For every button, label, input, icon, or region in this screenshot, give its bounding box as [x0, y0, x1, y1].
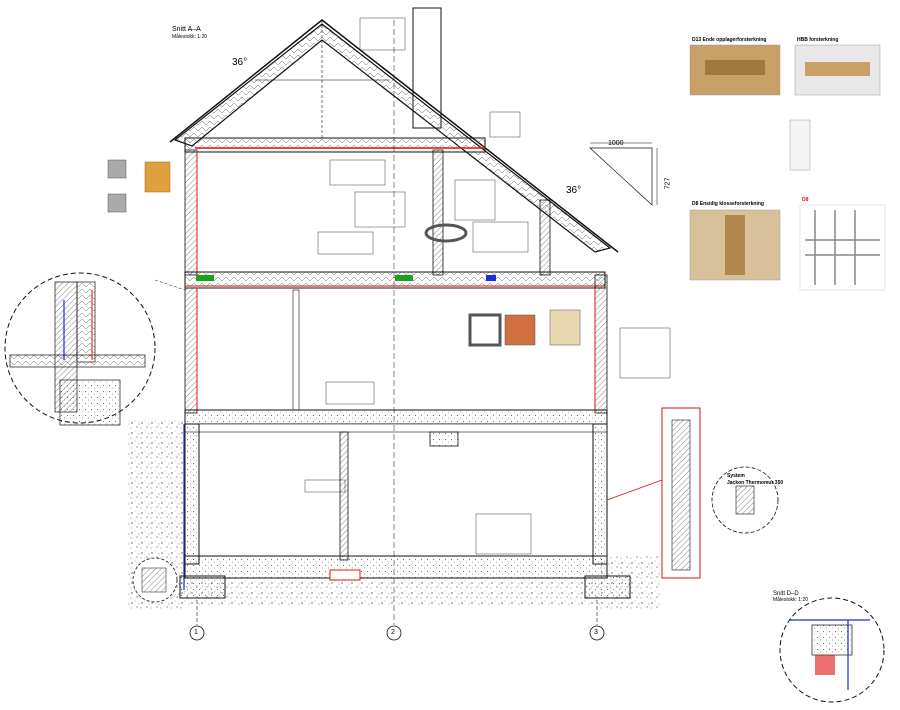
detail-circle-left	[4, 272, 186, 426]
basement-walls	[183, 423, 608, 590]
detail-circle-right	[779, 597, 885, 703]
section-dd-scale: Målestokk: 1:20	[773, 597, 809, 603]
middle-floor-walls	[184, 274, 608, 414]
d8-ref: D8	[802, 197, 809, 203]
grid-axes	[189, 20, 605, 641]
section-dd-title: Snitt D–D	[773, 591, 799, 597]
system-label: System	[727, 473, 745, 479]
slope-rise: 727	[664, 177, 672, 190]
roof-angle-left: 36°	[232, 57, 248, 68]
slope-run: 1000	[608, 140, 624, 147]
d8-title: D8 Ensidig klosseforsterkning	[692, 201, 764, 207]
thermomur-panel	[606, 407, 779, 579]
detail-circle-small	[132, 557, 178, 603]
hbb-title: HBB forsterkning	[797, 37, 839, 43]
roof	[169, 19, 619, 253]
middle-floor-slab	[184, 409, 608, 425]
upper-floor-walls	[184, 149, 551, 276]
basement-slab	[184, 555, 608, 579]
roof-angle-right: 36°	[566, 185, 582, 196]
section-scale: Målestokk: 1:20	[172, 34, 208, 40]
system-name: Jackon Thermomur 350	[727, 480, 784, 486]
grid-axis-2: 2	[391, 629, 395, 636]
detail-photos	[107, 44, 886, 347]
grid-axis-3: 3	[594, 629, 598, 636]
slope-triangle	[589, 142, 658, 206]
annotation-blocks	[304, 17, 671, 555]
section-title: Snitt A–A	[172, 26, 201, 33]
grid-axis-1: 1	[194, 629, 198, 636]
d13-title: D13 Ende opplagerforsterkning	[692, 37, 767, 43]
